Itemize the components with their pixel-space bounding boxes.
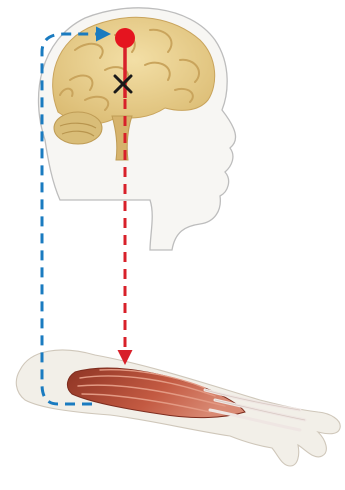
red-dot xyxy=(115,28,135,48)
forearm-muscles xyxy=(16,350,340,466)
